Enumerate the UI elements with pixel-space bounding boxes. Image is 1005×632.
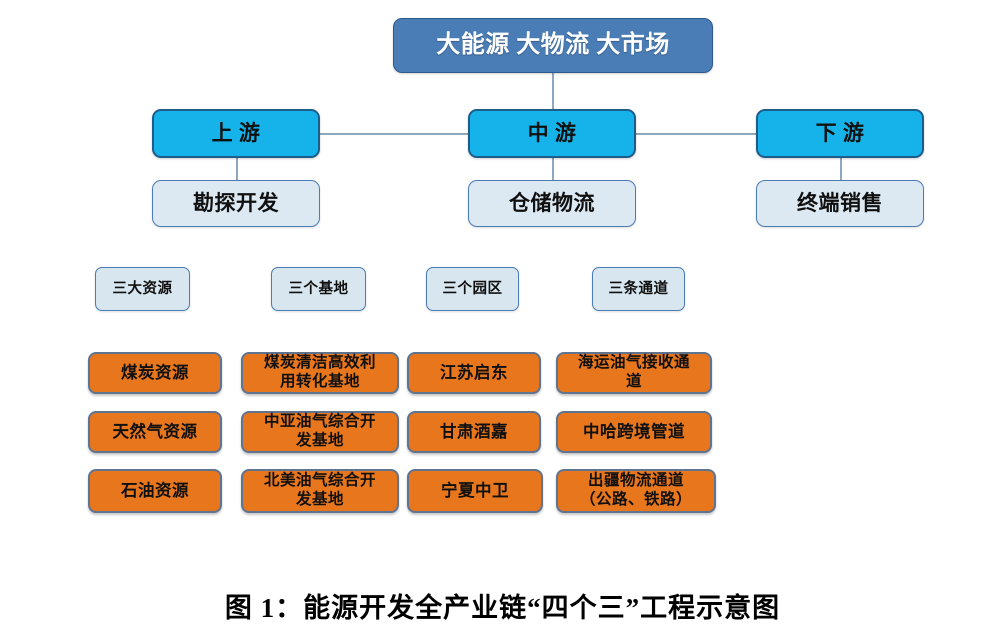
connector-downstream-to-activity [840, 158, 842, 180]
item-box-coal-resource[interactable]: 煤炭资源 [88, 352, 222, 394]
item-box-north-america-oil-gas-base[interactable]: 北美油气综合开 发基地 [241, 469, 399, 513]
category-chip-channels[interactable]: 三条通道 [592, 267, 685, 311]
activity-box-exploration[interactable]: 勘探开发 [152, 180, 320, 227]
item-box-xinjiang-outbound-logistics-channel[interactable]: 出疆物流通道 （公路、铁路） [556, 469, 716, 513]
connector-midstream-to-activity [552, 158, 554, 180]
item-box-natural-gas-resource[interactable]: 天然气资源 [88, 411, 222, 453]
stage-box-downstream[interactable]: 下 游 [756, 109, 924, 158]
title-box: 大能源 大物流 大市场 [393, 18, 713, 73]
category-chip-parks[interactable]: 三个园区 [426, 267, 519, 311]
category-chip-resources[interactable]: 三大资源 [95, 267, 190, 311]
stage-box-upstream[interactable]: 上 游 [152, 109, 320, 158]
item-box-gansu-jiujia[interactable]: 甘肃酒嘉 [407, 411, 541, 453]
item-box-coal-clean-conversion-base[interactable]: 煤炭清洁高效利 用转化基地 [241, 352, 399, 394]
activity-box-terminal-sales[interactable]: 终端销售 [756, 180, 924, 227]
item-box-ningxia-zhongwei[interactable]: 宁夏中卫 [407, 469, 543, 513]
connector-title-to-midstream [552, 73, 554, 109]
item-box-oil-resource[interactable]: 石油资源 [88, 469, 222, 513]
item-box-central-asia-oil-gas-base[interactable]: 中亚油气综合开 发基地 [241, 411, 399, 453]
figure-caption: 图 1：能源开发全产业链“四个三”工程示意图 [224, 593, 781, 623]
stage-box-midstream[interactable]: 中 游 [468, 109, 636, 158]
item-box-china-kazakhstan-pipeline[interactable]: 中哈跨境管道 [556, 411, 712, 453]
item-box-jiangsu-qidong[interactable]: 江苏启东 [407, 352, 541, 394]
category-chip-bases[interactable]: 三个基地 [271, 267, 366, 311]
activity-box-storage-logistics[interactable]: 仓储物流 [468, 180, 636, 227]
item-box-sea-oil-gas-receiving-channel[interactable]: 海运油气接收通 道 [556, 352, 712, 394]
connector-upstream-to-activity [236, 158, 238, 180]
